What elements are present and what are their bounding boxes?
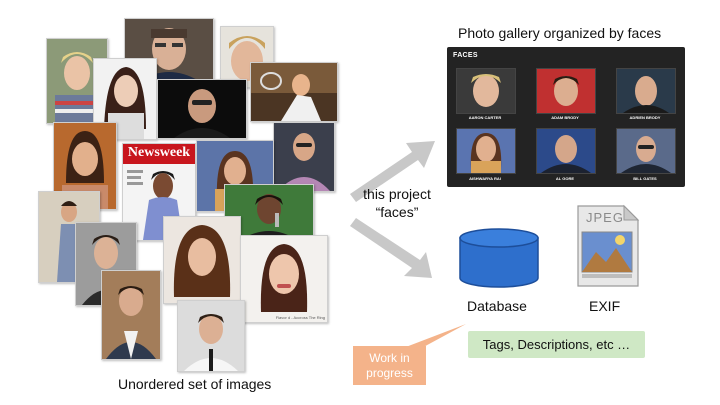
exif-label: EXIF bbox=[589, 298, 621, 314]
photo-portrait bbox=[273, 122, 335, 192]
gallery-thumb[interactable] bbox=[616, 68, 676, 114]
upper-arrow bbox=[350, 141, 435, 202]
magazine-title: Newsweek bbox=[127, 145, 191, 160]
gallery-thumb[interactable] bbox=[616, 128, 676, 174]
photo-portrait bbox=[101, 270, 161, 360]
photo-portrait bbox=[46, 38, 108, 124]
gallery-thumb[interactable] bbox=[536, 128, 596, 174]
database-label: Database bbox=[467, 298, 527, 314]
gallery-name: AL GORE bbox=[555, 176, 575, 181]
wip-line2: progress bbox=[366, 365, 413, 380]
photo-portrait bbox=[177, 300, 245, 372]
gallery-thumb[interactable] bbox=[456, 128, 516, 174]
tags-descriptions-box: Tags, Descriptions, etc … bbox=[468, 331, 645, 358]
project-label-line2: “faces” bbox=[375, 204, 419, 220]
faces-gallery: FACES AARON CARTER ADAM BRODY ADRIEN BRO… bbox=[447, 47, 685, 187]
jpeg-text: JPEG bbox=[586, 210, 624, 225]
photo-portrait bbox=[157, 79, 247, 139]
photo-poster: Flavor d - Accross The Ring bbox=[240, 235, 328, 323]
gallery-thumb[interactable] bbox=[536, 68, 596, 114]
work-in-progress-callout: Work in progress bbox=[353, 346, 426, 385]
unordered-set-label: Unordered set of images bbox=[118, 376, 272, 392]
database-icon bbox=[459, 228, 539, 288]
gallery-name: ADRIEN BRODY bbox=[629, 115, 661, 120]
gallery-name: BILL GATES bbox=[633, 176, 657, 181]
gallery-name: AISHWARYA RAI bbox=[469, 176, 501, 181]
gallery-title: Photo gallery organized by faces bbox=[458, 25, 662, 41]
magazine-cover: Newsweek bbox=[122, 143, 196, 241]
gallery-name: ADAM BRODY bbox=[551, 115, 579, 120]
photo-portrait bbox=[163, 216, 241, 304]
gallery-name: AARON CARTER bbox=[468, 115, 502, 120]
gallery-thumb[interactable] bbox=[456, 68, 516, 114]
wip-line1: Work in bbox=[369, 350, 410, 365]
photo-portrait bbox=[250, 62, 338, 122]
arrows bbox=[350, 141, 435, 278]
gallery-header: FACES bbox=[453, 52, 478, 59]
lower-arrow bbox=[350, 218, 432, 278]
jpeg-file-icon bbox=[577, 204, 640, 287]
project-label: this project “faces” bbox=[362, 185, 432, 221]
wip-callout-pointer bbox=[398, 324, 466, 350]
poster-caption: Flavor d - Accross The Ring bbox=[275, 315, 325, 320]
project-label-line1: this project bbox=[363, 186, 431, 202]
photo-portrait bbox=[93, 58, 157, 140]
